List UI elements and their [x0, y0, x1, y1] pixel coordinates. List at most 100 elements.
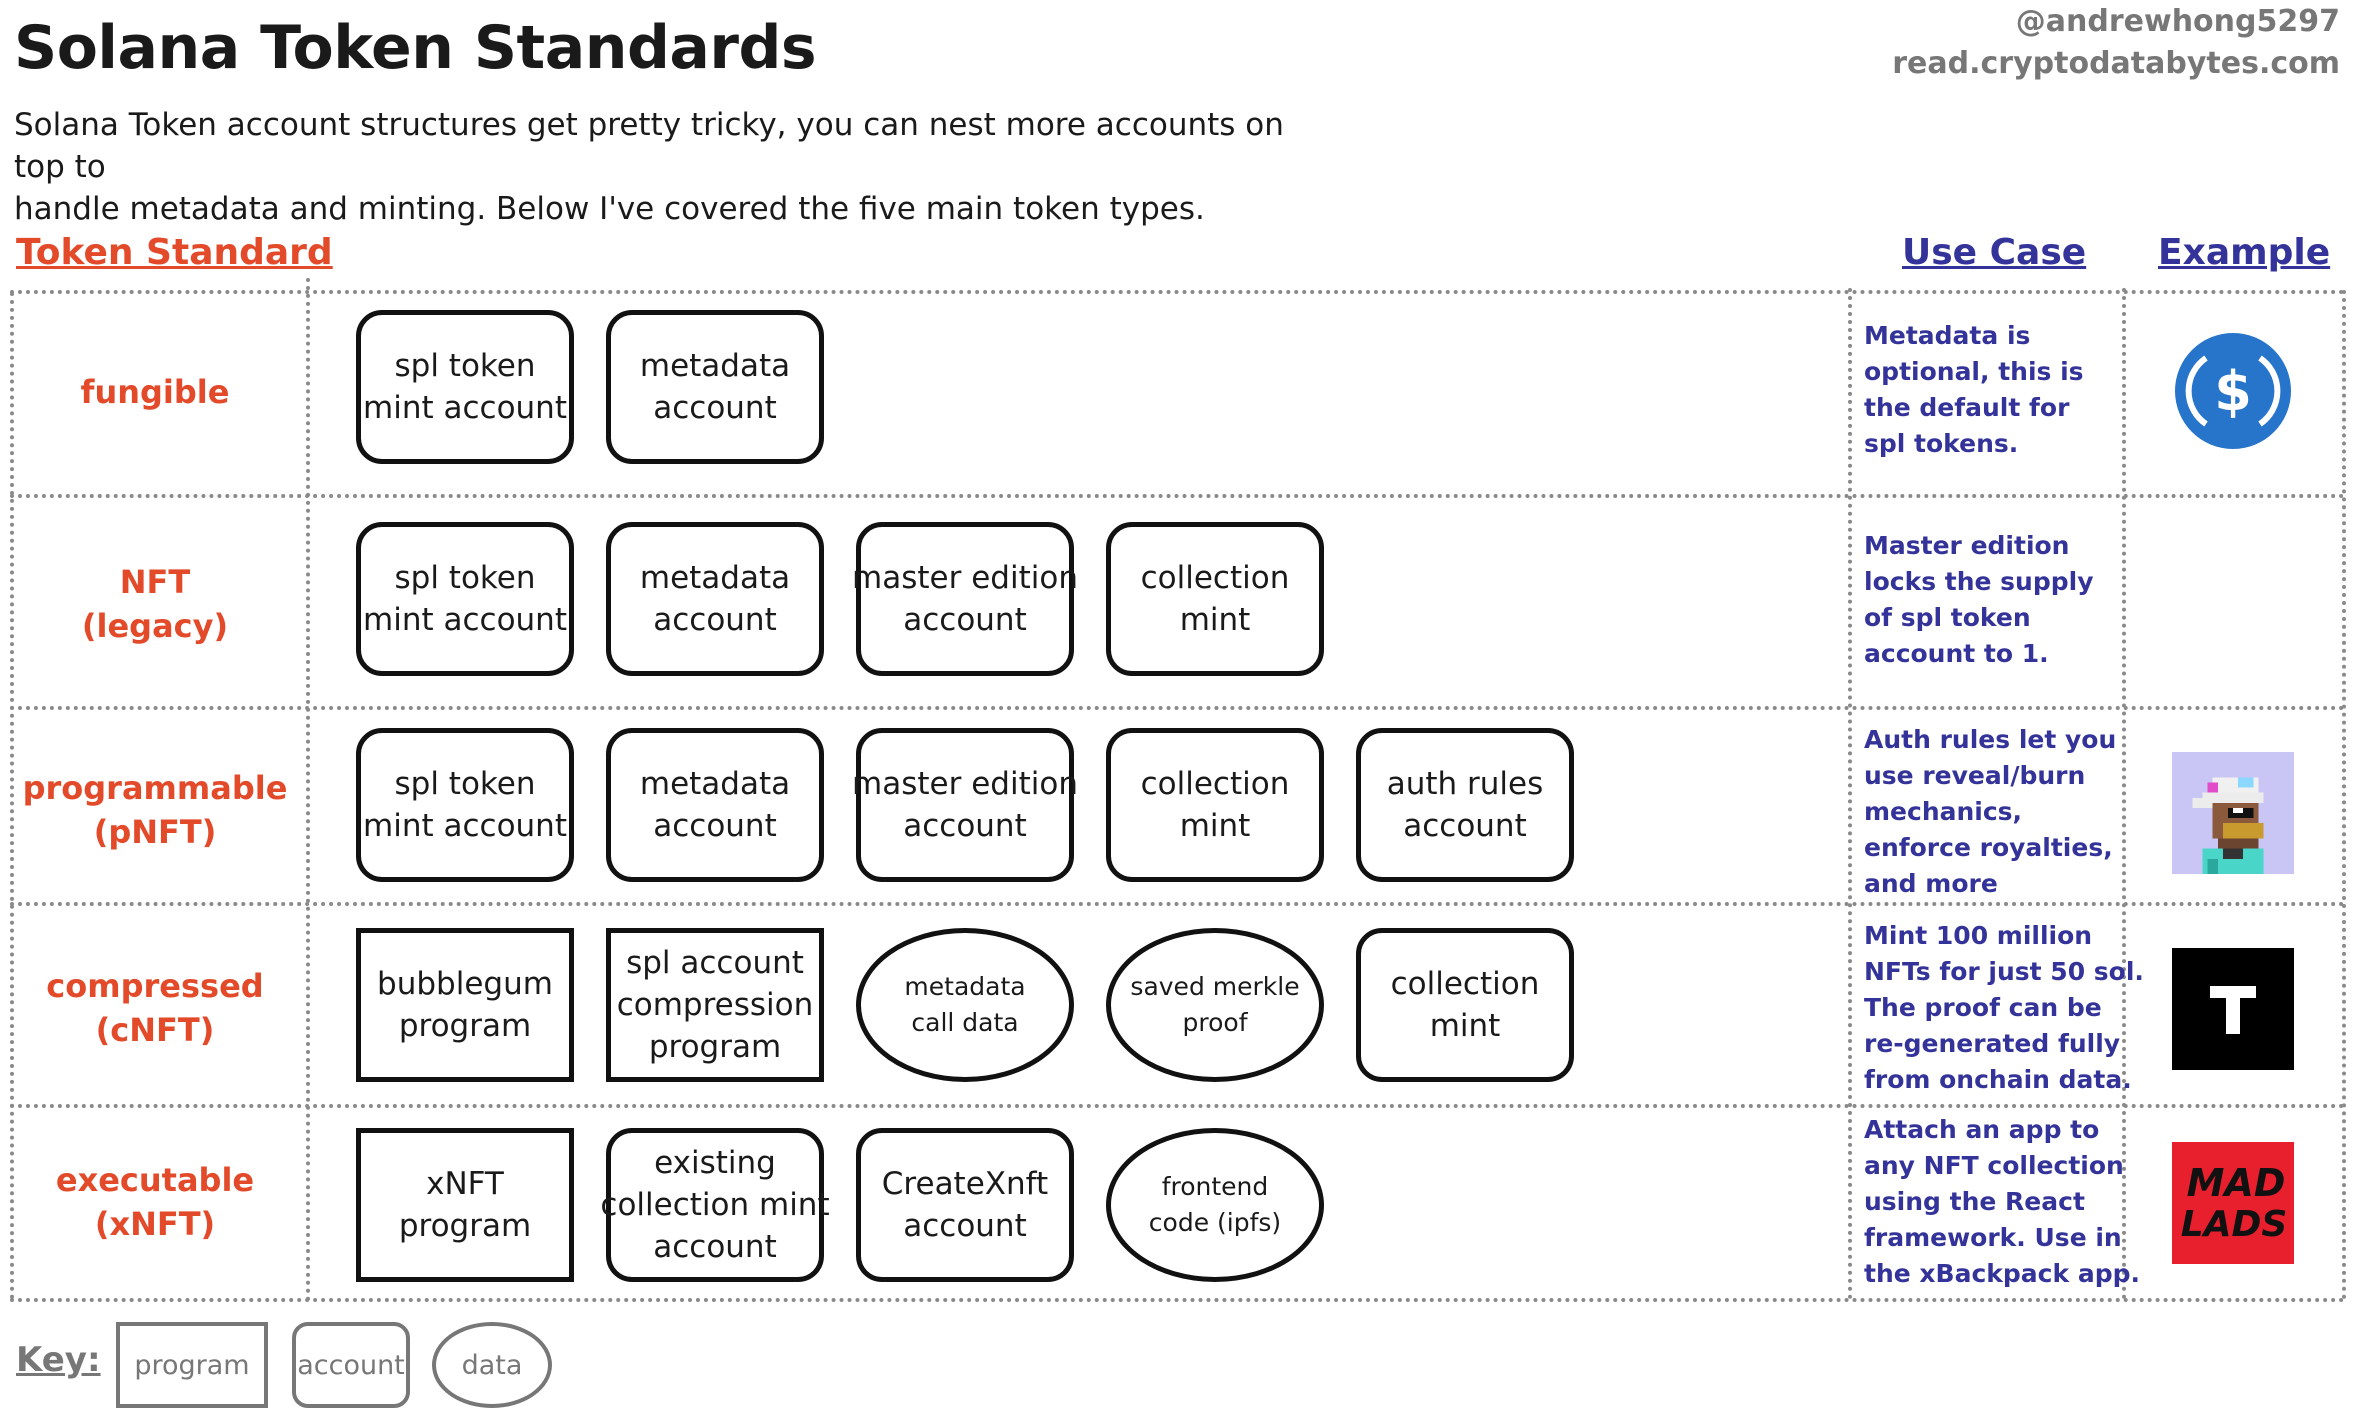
- node-label-line: master edition: [852, 766, 1078, 802]
- node-label-line: mint: [1179, 808, 1251, 844]
- usdc-coin-icon: $: [2172, 330, 2294, 452]
- use-case-line: of spl token: [1864, 603, 2031, 632]
- row-label-line: fungible: [80, 373, 230, 411]
- use-case-line: using the React: [1864, 1187, 2085, 1216]
- column-header-use-case: Use Case: [1902, 232, 2087, 273]
- grid-border-right: [2342, 290, 2346, 1300]
- node-label-line: xNFT: [426, 1166, 504, 1202]
- key-data: data: [432, 1322, 552, 1408]
- use-case-line: enforce royalties,: [1864, 833, 2113, 862]
- account-node-spl-token-mint-account: spl token mint account: [356, 310, 574, 464]
- account-node-collection-mint: collection mint: [1356, 928, 1574, 1082]
- node-label-line: bubblegum: [377, 966, 553, 1002]
- use-case-line: the default for: [1864, 393, 2070, 422]
- use-case-line: Metadata is: [1864, 321, 2031, 350]
- node-label-line: metadata: [639, 348, 791, 384]
- row-label-line: compressed: [46, 967, 264, 1005]
- account-node-auth-rules-account: auth rules account: [1356, 728, 1574, 882]
- grid-border-left: [10, 292, 14, 1300]
- node-label-line: account: [1403, 808, 1527, 844]
- node-label-line: metadata: [639, 766, 791, 802]
- node-label-line: CreateXnft: [881, 1166, 1049, 1202]
- node-label-line: program: [398, 1208, 532, 1244]
- row-label-line: (legacy): [81, 607, 229, 645]
- node-label-line: frontend: [1161, 1172, 1269, 1201]
- program-node-xnft-program: xNFT program: [356, 1128, 574, 1282]
- svg-text:$: $: [2214, 360, 2252, 423]
- mad-lads-logo-text-top: MAD: [2187, 1161, 2286, 1205]
- node-label-line: collection: [1390, 966, 1540, 1002]
- grid-line-row-4: [10, 1104, 2346, 1108]
- use-case-line: Mint 100 million: [1864, 921, 2093, 950]
- row-label-executable: executable(xNFT): [10, 1142, 300, 1262]
- grid-divider-standard: [306, 278, 310, 1302]
- program-node-spl-account-compression-program: spl account compression program: [606, 928, 824, 1082]
- key-account: account: [292, 1322, 410, 1408]
- column-header-example: Example: [2158, 232, 2331, 273]
- node-label-line: account: [653, 1229, 777, 1265]
- use-case-line: framework. Use in: [1864, 1223, 2122, 1252]
- use-case-line: and more: [1864, 869, 1998, 898]
- node-label-line: spl token: [394, 560, 536, 596]
- node-label-line: metadata: [904, 972, 1026, 1001]
- row-label-line: (pNFT): [93, 813, 217, 851]
- node-label-line: account: [653, 808, 777, 844]
- use-case-line: use reveal/burn: [1864, 761, 2086, 790]
- use-case-line: locks the supply: [1864, 567, 2094, 596]
- data-node-saved-merkle-proof: saved merkle proof: [1106, 928, 1324, 1082]
- grid-divider-usecase: [1848, 288, 1852, 1300]
- node-label-line: existing: [654, 1145, 776, 1181]
- node-label-line: spl token: [394, 766, 536, 802]
- page-title: Solana Token Standards: [14, 13, 817, 83]
- intro-line-2: handle metadata and minting. Below I've …: [14, 191, 1205, 227]
- tensor-t-logo-icon: [2172, 948, 2294, 1070]
- row-label-line: executable: [55, 1161, 255, 1199]
- node-label-line: auth rules: [1386, 766, 1544, 802]
- node-label-line: mint account: [363, 390, 567, 426]
- use-case-line: NFTs for just 50 sol.: [1864, 957, 2144, 986]
- node-label-line: account: [653, 390, 777, 426]
- row-label-fungible: fungible: [10, 332, 300, 452]
- use-case-line: optional, this is: [1864, 357, 2084, 386]
- node-label-line: mint: [1179, 602, 1251, 638]
- use-case-line: Auth rules let you: [1864, 725, 2117, 754]
- pixel-avatar-icon: [2172, 752, 2294, 874]
- node-label-line: compression: [616, 987, 814, 1023]
- node-label-line: mint: [1429, 1008, 1501, 1044]
- use-case-line: account to 1.: [1864, 639, 2049, 668]
- account-node-metadata-account: metadata account: [606, 728, 824, 882]
- intro-line-1: Solana Token account structures get pret…: [14, 107, 1284, 185]
- data-node-metadata-call-data: metadata call data: [856, 928, 1074, 1082]
- row-label-line: NFT: [119, 563, 191, 601]
- use-case-nft: Master edition locks the supply of spl tok…: [1864, 528, 2134, 672]
- use-case-line: re-generated fully: [1864, 1029, 2121, 1058]
- node-label-line: mint account: [363, 602, 567, 638]
- account-node-metadata-account: metadata account: [606, 310, 824, 464]
- node-label-line: spl token: [394, 348, 536, 384]
- grid-divider-example: [2122, 288, 2126, 1300]
- credit-site: read.cryptodatabytes.com: [1892, 46, 2340, 81]
- use-case-line: The proof can be: [1864, 993, 2102, 1022]
- use-case-line: Master edition: [1864, 531, 2070, 560]
- row-label-nft: NFT (legacy): [10, 544, 300, 664]
- node-label-line: saved merkle: [1130, 972, 1300, 1001]
- use-case-line: spl tokens.: [1864, 429, 2019, 458]
- credit-handle: @andrewhong5297: [2015, 4, 2340, 39]
- row-label-line: (cNFT): [95, 1011, 215, 1049]
- use-case-line: Attach an app to: [1864, 1115, 2100, 1144]
- grid-line-row-2: [10, 706, 2346, 710]
- node-label-line: call data: [911, 1008, 1019, 1037]
- node-label-line: spl account: [626, 945, 804, 981]
- node-label-line: program: [648, 1029, 782, 1065]
- row-label-programmable: programmable(pNFT): [10, 750, 300, 870]
- node-label-line: proof: [1182, 1008, 1248, 1037]
- grid-line-top: [10, 290, 2346, 294]
